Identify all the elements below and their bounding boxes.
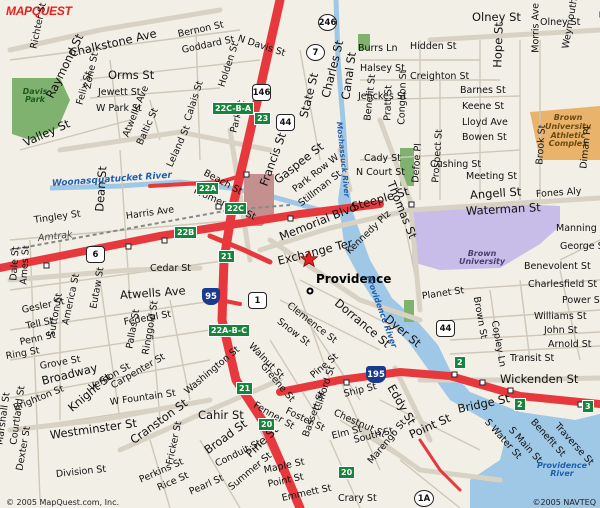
exit-20-marker: 20 bbox=[258, 418, 276, 431]
street-wickenden: Wickenden St bbox=[500, 372, 579, 386]
street-congdon: Congdon St bbox=[396, 69, 410, 125]
mapquest-logo[interactable]: MAPQUEST bbox=[6, 4, 72, 18]
destination-star-icon[interactable] bbox=[300, 250, 318, 268]
providence-river-water bbox=[338, 150, 600, 508]
exit-22b-marker: 22B bbox=[174, 226, 198, 239]
street-cahir: Cahir St bbox=[198, 408, 244, 422]
moshassuck-river bbox=[333, 0, 349, 171]
davis-park-label: Davis Park bbox=[22, 87, 48, 104]
street-meeting: Meeting St bbox=[466, 171, 518, 182]
street-halsey: Halsey St bbox=[360, 63, 405, 74]
park-strip-area-2 bbox=[404, 300, 414, 322]
route-246-shield: 246 bbox=[318, 14, 337, 31]
street-bowen: Bowen St bbox=[462, 132, 507, 143]
street-ames: Ames St bbox=[18, 245, 32, 286]
street-lloyd: Lloyd Ave bbox=[462, 117, 508, 128]
route-146-shield: 146 bbox=[252, 84, 271, 101]
exit-3-marker: 3 bbox=[582, 400, 594, 413]
i-195-shield: 195 bbox=[366, 366, 386, 383]
street-jewett: Jewett St bbox=[98, 87, 141, 98]
city-center-icon bbox=[306, 287, 314, 295]
us-1-shield: 1 bbox=[248, 292, 267, 309]
street-george: George St bbox=[560, 241, 600, 252]
route-146-number: 146 bbox=[252, 87, 271, 98]
i-95-shield: 95 bbox=[202, 288, 220, 305]
street-transit: Transit St bbox=[510, 353, 555, 364]
us-44-east-shield: 44 bbox=[436, 320, 455, 337]
street-wpark: W Park St bbox=[96, 103, 142, 114]
city-label: Providence bbox=[316, 272, 392, 286]
street-olney-2: Olney St bbox=[540, 17, 581, 28]
street-morris: Morris Ave bbox=[530, 3, 542, 53]
street-orms: Orms St bbox=[108, 68, 155, 82]
us-6-shield: 6 bbox=[86, 246, 105, 263]
street-crary: Crary St bbox=[338, 493, 377, 504]
providence-river-water-label: Providence River bbox=[536, 461, 588, 478]
street-defoe: Defoe Pl bbox=[410, 142, 424, 184]
park-strip-area bbox=[358, 34, 370, 50]
exit-21b-marker: 21 bbox=[236, 382, 254, 395]
us-44-number: 44 bbox=[279, 117, 292, 128]
route-1a-number: 1A bbox=[417, 493, 431, 504]
us-6-number: 6 bbox=[92, 249, 99, 260]
street-manning: Manning St bbox=[556, 223, 600, 234]
exit-20b-marker: 20 bbox=[338, 466, 356, 479]
street-cady: Cady St bbox=[364, 153, 401, 164]
street-arnold: Arnold St bbox=[548, 339, 592, 350]
street-john: John St bbox=[544, 325, 578, 336]
athletic-complex-label: Brown University Athletic Complex bbox=[544, 113, 592, 149]
street-cushing: Cushing St bbox=[430, 159, 482, 170]
athletic-complex-area bbox=[530, 106, 600, 160]
exit-2a-marker: 2 bbox=[454, 356, 466, 369]
exit-22c-marker: 22C bbox=[224, 202, 248, 215]
i-195-number: 195 bbox=[367, 369, 385, 380]
street-dean: Dean St bbox=[92, 165, 110, 213]
exit-22cba-marker: 22C-B-A bbox=[212, 102, 255, 115]
street-keene: Keene St bbox=[462, 101, 505, 112]
street-benevolent: Benevolent St bbox=[524, 261, 591, 272]
route-1a-shield: 1A bbox=[414, 490, 434, 507]
street-burrs: Burrs Ln bbox=[358, 43, 398, 54]
brown-university-label: Brown University bbox=[458, 249, 506, 266]
us-44-east-number: 44 bbox=[439, 323, 452, 334]
copyright-right: ©2005 NAVTEQ bbox=[532, 498, 596, 507]
street-power: Power St bbox=[562, 295, 600, 306]
route-246-number: 246 bbox=[318, 17, 337, 28]
street-williams: Williams St bbox=[534, 311, 587, 322]
street-barnes: Barnes St bbox=[460, 85, 506, 96]
street-jenckes: Jenckes St bbox=[358, 91, 407, 102]
route-7-number: 7 bbox=[312, 47, 319, 58]
exit-21-marker: 21 bbox=[218, 250, 236, 263]
state-house-area bbox=[244, 174, 274, 226]
route-7-shield: 7 bbox=[306, 44, 325, 61]
street-hidden: Hidden St bbox=[410, 41, 457, 52]
street-hope: Hope St bbox=[490, 21, 506, 68]
exit-22abc-marker: 22A-B-C bbox=[208, 324, 250, 337]
exit-2b-marker: 2 bbox=[514, 398, 526, 411]
street-charlesfield: Charlesfield St bbox=[528, 279, 598, 290]
street-olney: Olney St bbox=[472, 10, 521, 24]
street-cedar: Cedar St bbox=[150, 263, 192, 274]
logo-text: MAPQUEST bbox=[6, 4, 72, 18]
i-95-number: 95 bbox=[205, 291, 217, 302]
route-dashes bbox=[9, 255, 29, 259]
exit-23-marker: 23 bbox=[254, 112, 272, 125]
street-pratt: Pratt St bbox=[382, 85, 395, 121]
street-ncourt: N Court St bbox=[356, 167, 405, 178]
us-1-number: 1 bbox=[254, 295, 261, 306]
amtrak-railway bbox=[9, 204, 291, 251]
davis-park-area bbox=[12, 78, 70, 140]
copyright-left: © 2005 MapQuest.com, Inc. bbox=[6, 498, 120, 507]
major-roads bbox=[7, 7, 600, 483]
exit-22a-marker: 22A bbox=[196, 182, 220, 195]
us-44-shield: 44 bbox=[276, 114, 295, 131]
street-creighton: Creighton St bbox=[410, 71, 470, 82]
junction-nodes bbox=[43, 171, 584, 408]
brown-university-area bbox=[412, 204, 560, 270]
